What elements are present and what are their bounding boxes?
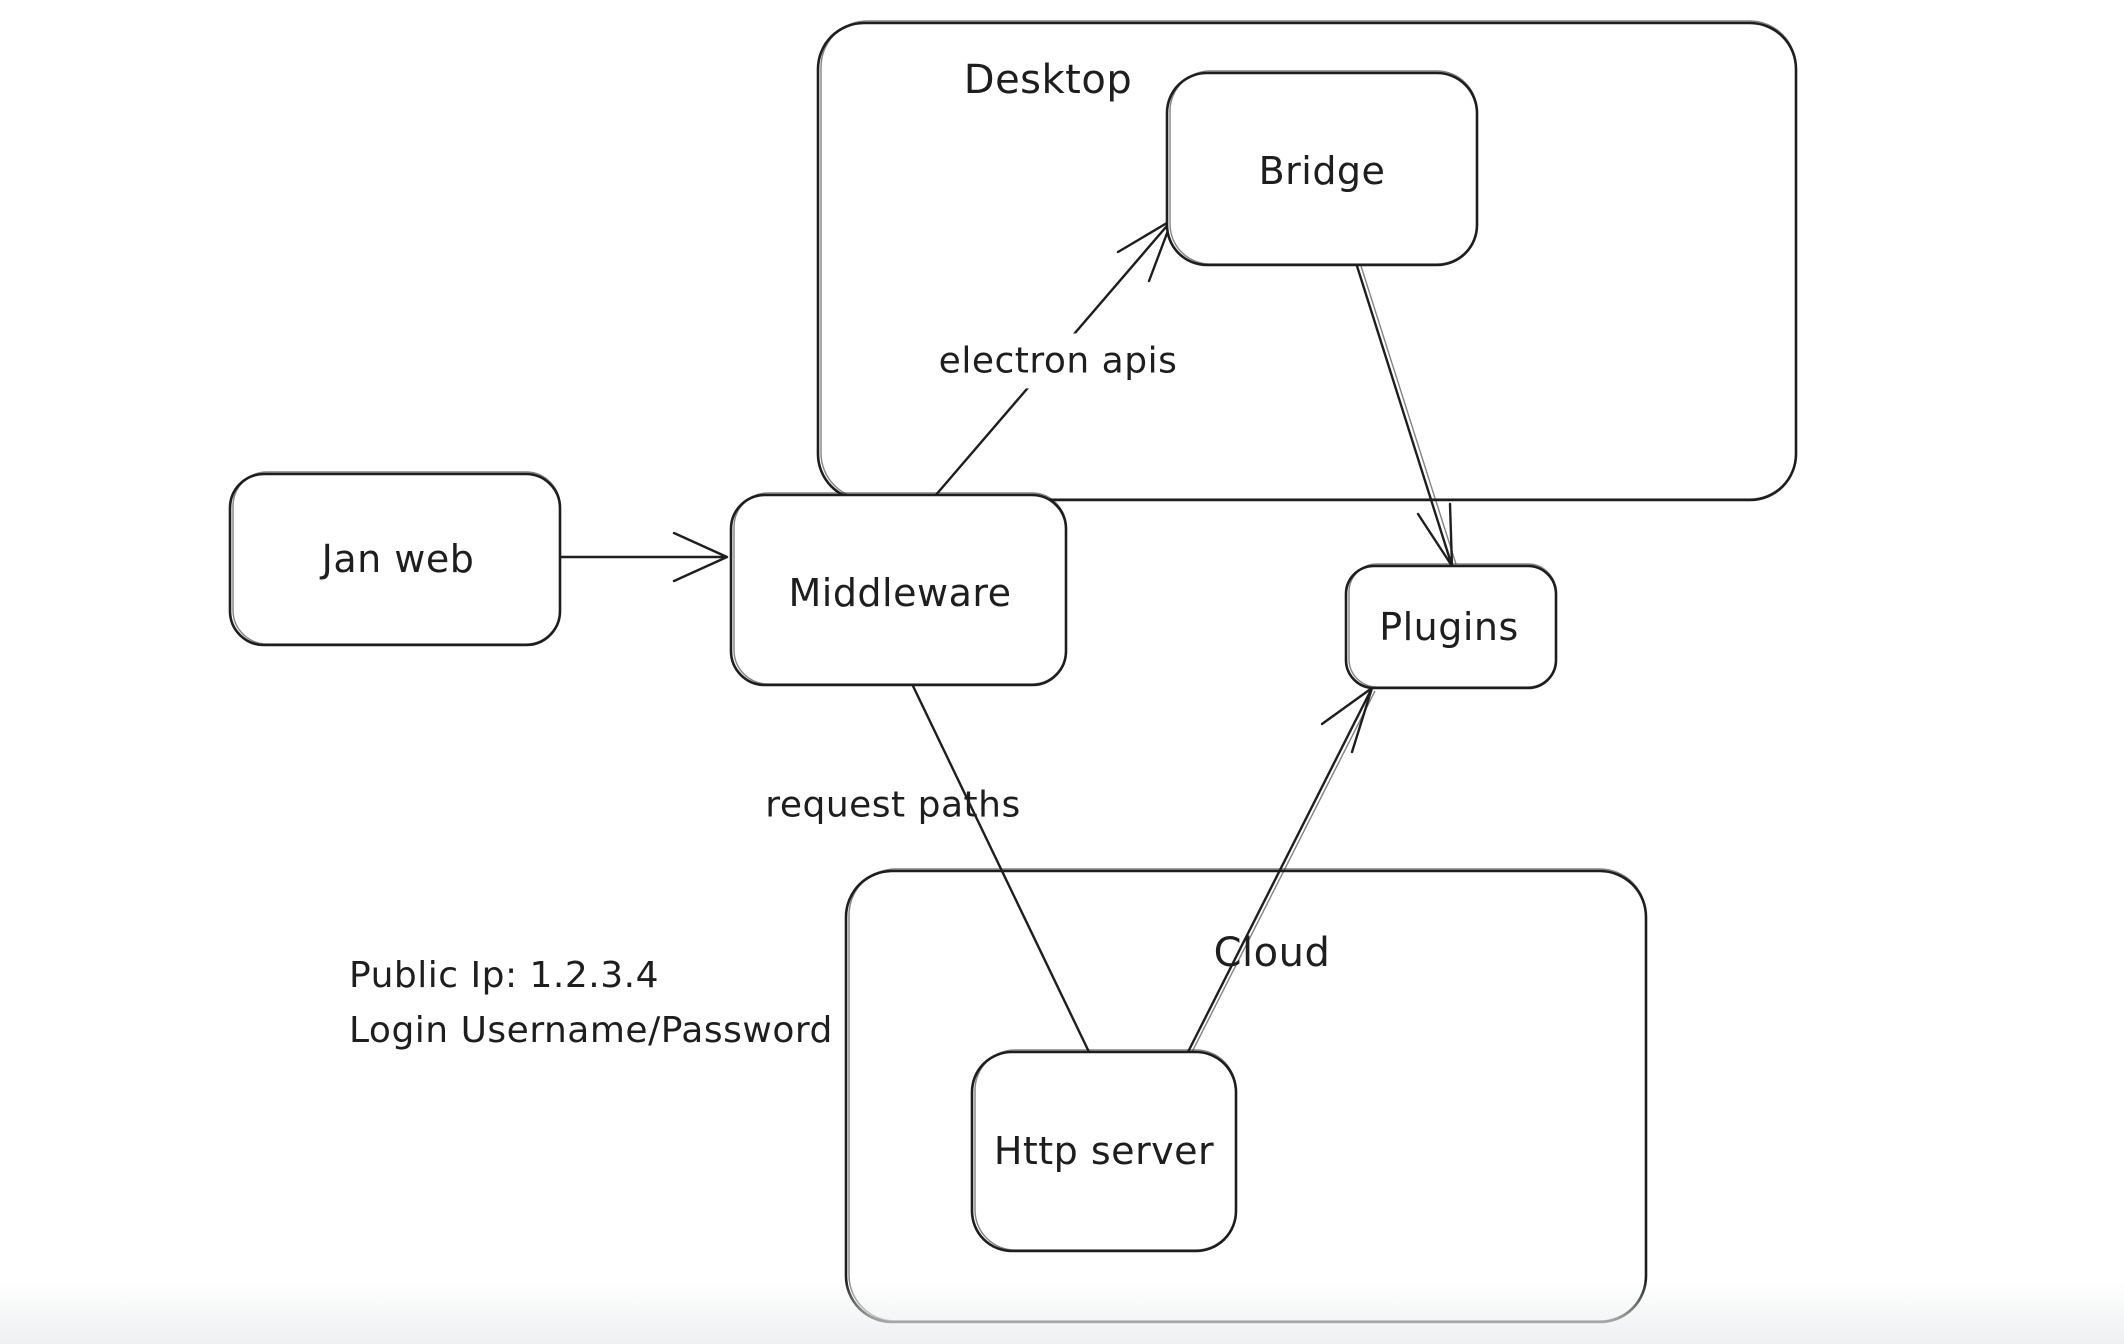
edge-httpserver-to-plugins-sketch: [1191, 690, 1376, 1053]
container-desktop-label[interactable]: Desktop: [963, 57, 1133, 103]
edge-httpserver-to-plugins-arrowhead: [1320, 686, 1374, 754]
node-httpserver-box-sketch: [974, 1049, 1237, 1251]
node-bridge-label[interactable]: Bridge: [1258, 149, 1386, 194]
node-janweb-box-sketch: [232, 471, 561, 645]
container-cloud-label[interactable]: Cloud: [1213, 930, 1331, 976]
node-janweb-label[interactable]: Jan web: [321, 537, 475, 582]
edge-label-request-paths[interactable]: request paths: [765, 784, 1021, 826]
container-desktop-box-sketch: [820, 20, 1797, 500]
node-middleware-label[interactable]: Middleware: [788, 571, 1012, 616]
edge-label-electron-apis[interactable]: electron apis: [928, 333, 1188, 389]
node-middleware-box-sketch: [733, 492, 1067, 685]
node-plugins-label[interactable]: Plugins: [1379, 605, 1519, 650]
annotation-login: Login Username/Password: [349, 1010, 833, 1051]
edge-httpserver-to-plugins[interactable]: [1186, 686, 1374, 1054]
edge-janweb-to-middleware-arrowhead: [672, 531, 729, 583]
node-httpserver-label[interactable]: Http server: [993, 1129, 1215, 1174]
edge-middleware-to-httpserver[interactable]: [911, 684, 1091, 1054]
edge-bridge-to-plugins-sketch: [1360, 265, 1457, 565]
node-plugins-box-sketch: [1348, 563, 1557, 688]
node-bridge-box-sketch: [1169, 70, 1478, 265]
edge-bridge-to-plugins[interactable]: [1355, 264, 1454, 568]
annotation-public-ip: Public Ip: 1.2.3.4: [349, 955, 659, 996]
annotation-block[interactable]: Public Ip: 1.2.3.4 Login Username/Passwo…: [349, 948, 833, 1058]
